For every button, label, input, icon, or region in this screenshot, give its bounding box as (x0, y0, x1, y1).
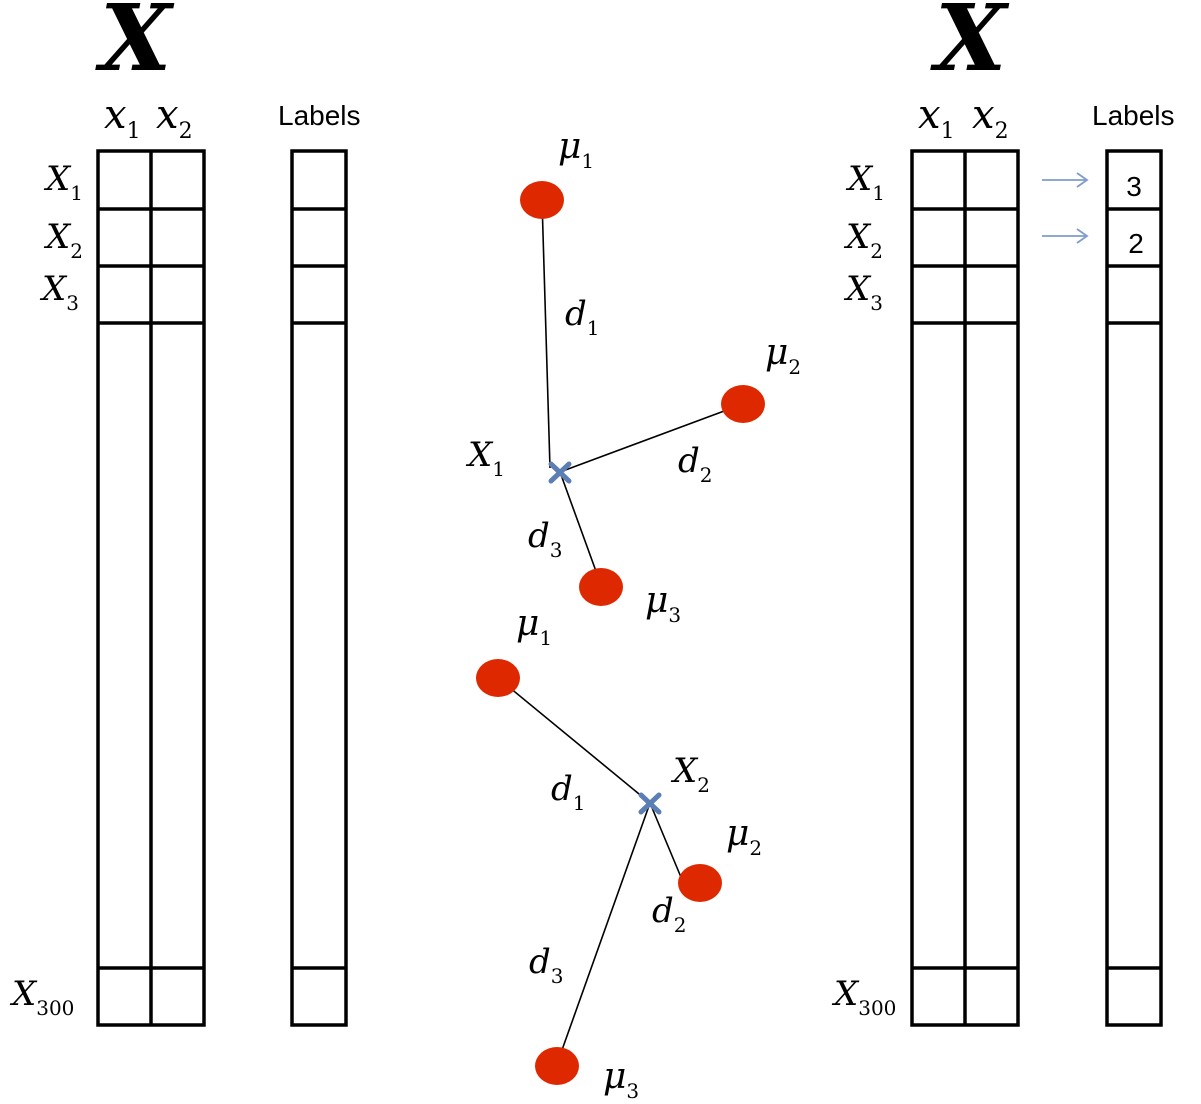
left-data-matrix (96, 149, 206, 1027)
top-line-d1 (541, 199, 551, 469)
bottom-centroid-1 (476, 659, 520, 697)
right-row-label-300: X300 (831, 974, 896, 1020)
top-centroid-3 (579, 568, 623, 606)
bottom-distance-label-2: d2 (652, 891, 687, 937)
bottom-point-label: X2 (670, 751, 710, 797)
top-distance-label-1: d1 (565, 294, 600, 340)
left-labels-header: Labels (278, 100, 361, 131)
right-labels-column (1105, 149, 1163, 1027)
diagram-top: X1 μ1 μ2 μ3 d1 d2 d3 (465, 126, 801, 627)
bottom-point-marker (638, 792, 662, 815)
right-matrix-symbol: X (930, 0, 1010, 92)
left-col-header-2: x2 (156, 92, 193, 144)
right-col-header-1: x1 (918, 92, 955, 144)
top-line-d3 (559, 471, 602, 586)
right-panel: X x1 x2 Labels X1 X2 X3 X300 (831, 0, 1175, 1027)
assigned-label-1: 3 (1126, 171, 1142, 202)
bottom-centroid-label-2: μ2 (726, 813, 762, 860)
assignment-arrow-1 (1042, 172, 1089, 188)
top-distance-label-2: d2 (678, 441, 713, 487)
left-row-label-1: X1 (43, 159, 83, 205)
left-panel: X x1 x2 Labels X1 X2 X3 X300 (9, 0, 361, 1027)
bottom-line-d1 (497, 677, 651, 804)
bottom-centroid-label-3: μ3 (603, 1056, 639, 1103)
right-row-label-3: X3 (843, 269, 883, 315)
bottom-centroid-label-1: μ1 (516, 603, 552, 650)
top-centroid-label-1: μ1 (558, 126, 594, 173)
left-col-header-1: x1 (104, 92, 141, 144)
bottom-distance-label-1: d1 (551, 769, 586, 815)
right-labels-header: Labels (1092, 100, 1175, 131)
right-data-matrix (910, 149, 1020, 1027)
bottom-centroid-2 (678, 864, 722, 902)
bottom-line-d3 (556, 802, 651, 1065)
right-col-header-2: x2 (972, 92, 1009, 144)
assigned-label-2: 2 (1128, 228, 1144, 259)
left-labels-column (290, 149, 348, 1027)
top-centroid-2 (721, 385, 765, 423)
top-centroid-label-2: μ2 (765, 332, 801, 379)
bottom-line-d2 (649, 802, 684, 883)
diagram-bottom: X2 μ1 μ2 μ3 d1 d2 d3 (476, 603, 762, 1103)
left-row-label-300: X300 (9, 974, 74, 1020)
top-line-d2 (559, 403, 744, 473)
right-row-label-2: X2 (843, 217, 883, 263)
bottom-distance-label-3: d3 (529, 942, 564, 988)
top-point-label: X1 (465, 435, 505, 481)
right-row-label-1: X1 (845, 159, 885, 205)
left-matrix-symbol: X (95, 0, 175, 92)
top-distance-label-3: d3 (528, 516, 563, 562)
left-row-label-3: X3 (39, 269, 79, 315)
top-point-marker (548, 461, 572, 484)
top-centroid-label-3: μ3 (645, 580, 681, 627)
bottom-centroid-3 (535, 1047, 579, 1085)
top-centroid-1 (520, 181, 564, 219)
left-row-label-2: X2 (43, 217, 83, 263)
assignment-arrow-2 (1042, 228, 1089, 244)
